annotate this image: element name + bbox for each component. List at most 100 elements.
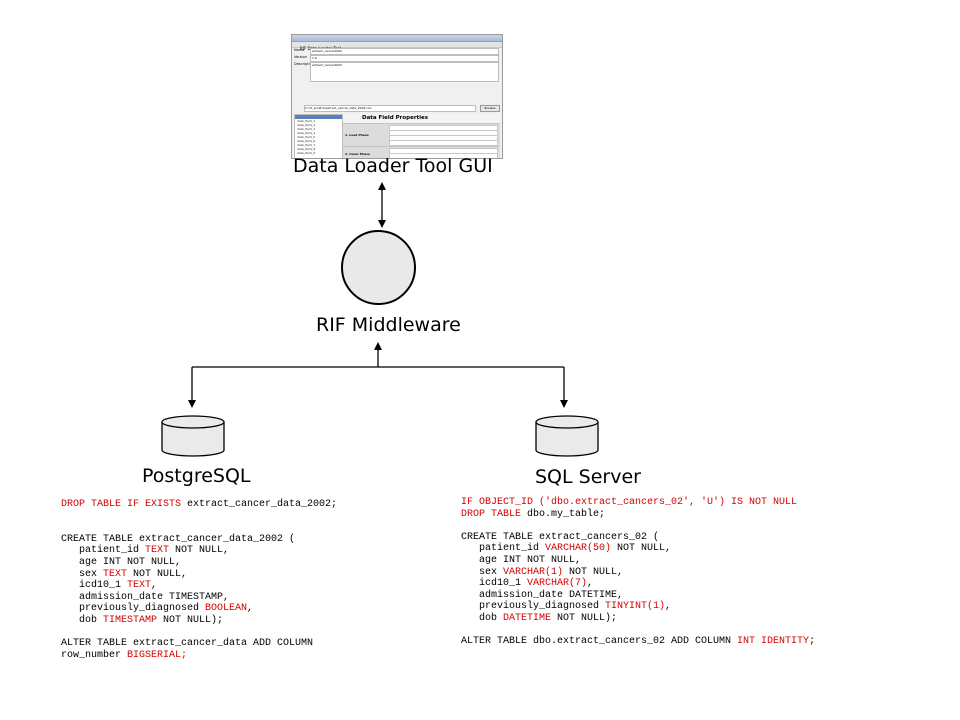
code-text: icd10_1 [461,578,528,590]
code-line: admission_date DATETIME, [461,590,623,601]
code-keyword: DROP TABLE IF EXISTS [61,499,188,510]
gui-form-value: extract_cancer2002 [310,62,499,82]
code-keyword: TEXT [103,568,128,580]
code-text: age INT NOT NULL, [461,554,582,566]
gui-form-value: 1.0 [310,55,499,62]
gui-list-item: data_field_8 [297,147,316,151]
code-text: sex [461,566,504,578]
gui-label: Data Loader Tool GUI [293,155,493,177]
code-text: NOT NULL); [157,614,224,626]
code-keyword: BOOLEAN [205,603,248,615]
code-text: NOT NULL, [611,543,672,555]
gui-form-label: Name [294,48,305,52]
code-keyword: TIMESTAMP [103,614,158,626]
code-text: row_number [61,649,128,661]
code-line: sex VARCHAR(1) NOT NULL, [461,567,623,578]
code-text: CREATE TABLE extract_cancers_02 ( [461,531,660,543]
gui-property-field [389,140,498,146]
gui-property-field [389,153,498,158]
code-keyword: DATETIME [503,612,552,624]
sqlserver-label: SQL Server [535,466,641,488]
gui-form-label: Version [294,55,307,59]
code-text: admission_date TIMESTAMP, [61,591,230,603]
code-line: icd10_1 VARCHAR(7), [461,578,593,589]
code-text: patient_id [461,543,546,555]
code-line: patient_id TEXT NOT NULL, [61,545,229,556]
code-text: age INT NOT NULL, [61,556,182,568]
sqlserver-database-icon [535,415,599,457]
code-text: admission_date DATETIME, [461,589,624,601]
gui-properties-panel: Data Field Properties 1. Load Phase 2. Cl… [343,114,500,158]
postgres-label: PostgreSQL [142,465,251,487]
code-keyword: BIGSERIAL; [127,649,188,661]
gui-file-bar: C:\rif_scratch\extract_cancer_data_2002.… [292,104,502,112]
code-line: DROP TABLE dbo.my_table; [461,509,605,520]
gui-phase-label: 1. Load Phase [345,133,369,137]
code-text: ALTER TABLE dbo.extract_cancers_02 ADD C… [461,636,738,648]
gui-phase-section: 2. Clean Phase [343,146,500,158]
code-text: NOT NULL, [127,568,188,580]
code-keyword: TEXT [145,545,170,557]
code-line: dob TIMESTAMP NOT NULL); [61,615,223,626]
gui-list-item: data_field_4 [297,131,316,135]
code-text: NOT NULL, [563,566,624,578]
gui-list-item: data_field_7 [297,143,316,147]
gui-form-value: extract_cancer2002 [310,48,499,55]
code-text: icd10_1 [61,580,128,592]
code-keyword: VARCHAR(1) [503,566,564,578]
code-line: CREATE TABLE extract_cancers_02 ( [461,532,659,543]
gui-panel-title: Data Field Properties [362,115,429,121]
code-keyword: INT IDENTITY [737,636,810,648]
sqlserver-sql-code: IF OBJECT_ID ('dbo.extract_cancers_02', … [461,497,815,648]
code-text: , [247,603,254,615]
code-text: dob [61,614,104,626]
middleware-node-circle [341,230,416,305]
postgres-database-icon [161,415,225,457]
code-line: IF OBJECT_ID ('dbo.extract_cancers_02', … [461,497,797,508]
gui-toolbar [292,42,502,48]
code-line: CREATE TABLE extract_cancer_data_2002 ( [61,534,295,545]
code-text: previously_diagnosed [461,601,606,613]
code-text: dbo.my_table; [527,508,606,520]
code-line: previously_diagnosed BOOLEAN, [61,603,253,614]
middleware-label: RIF Middleware [316,314,461,336]
postgres-sql-code: DROP TABLE IF EXISTS extract_cancer_data… [61,499,337,661]
code-keyword: VARCHAR(7) [527,578,588,590]
gui-browse-button: Browse [480,105,500,112]
gui-list-item: data_field_3 [297,127,316,131]
gui-list-item: data_field_1 [297,119,316,123]
gui-form-row: Name extract_cancer2002 [294,48,499,55]
code-text: ALTER TABLE extract_cancer_data ADD COLU… [61,638,314,650]
gui-list-item: data_field_2 [297,123,316,127]
code-line: admission_date TIMESTAMP, [61,592,229,603]
code-text: CREATE TABLE extract_cancer_data_2002 ( [61,533,296,545]
code-keyword: IF OBJECT_ID ('dbo.extract_cancers_02', … [461,497,798,508]
code-line: ALTER TABLE dbo.extract_cancers_02 ADD C… [461,636,815,647]
code-text: patient_id [61,545,146,557]
code-keyword: DROP TABLE [461,508,528,520]
gui-list-item: data_field_9 [297,151,316,155]
code-line: patient_id VARCHAR(50) NOT NULL, [461,543,671,554]
code-text: , [665,601,672,613]
gui-form-label: Description [294,62,314,66]
gui-phase-section: 1. Load Phase [343,123,500,146]
gui-screenshot-thumbnail: RIF Data Loader Tool Nameextract_cancer2… [291,34,503,159]
code-text: dob [461,612,504,624]
code-text: NOT NULL); [551,612,618,624]
gui-file-path: C:\rif_scratch\extract_cancer_data_2002.… [304,105,476,112]
code-keyword: VARCHAR(50) [545,543,612,555]
code-text: extract_cancer_data_2002; [187,499,338,510]
code-text: , [151,580,158,592]
code-line: age INT NOT NULL, [61,557,181,568]
code-line: sex TEXT NOT NULL, [61,569,187,580]
gui-list-item: data_field_6 [297,139,316,143]
code-line: previously_diagnosed TINYINT(1), [461,601,671,612]
code-line: icd10_1 TEXT, [61,580,157,591]
gui-phase-label: 2. Clean Phase [345,151,370,156]
code-text: , [587,578,594,590]
